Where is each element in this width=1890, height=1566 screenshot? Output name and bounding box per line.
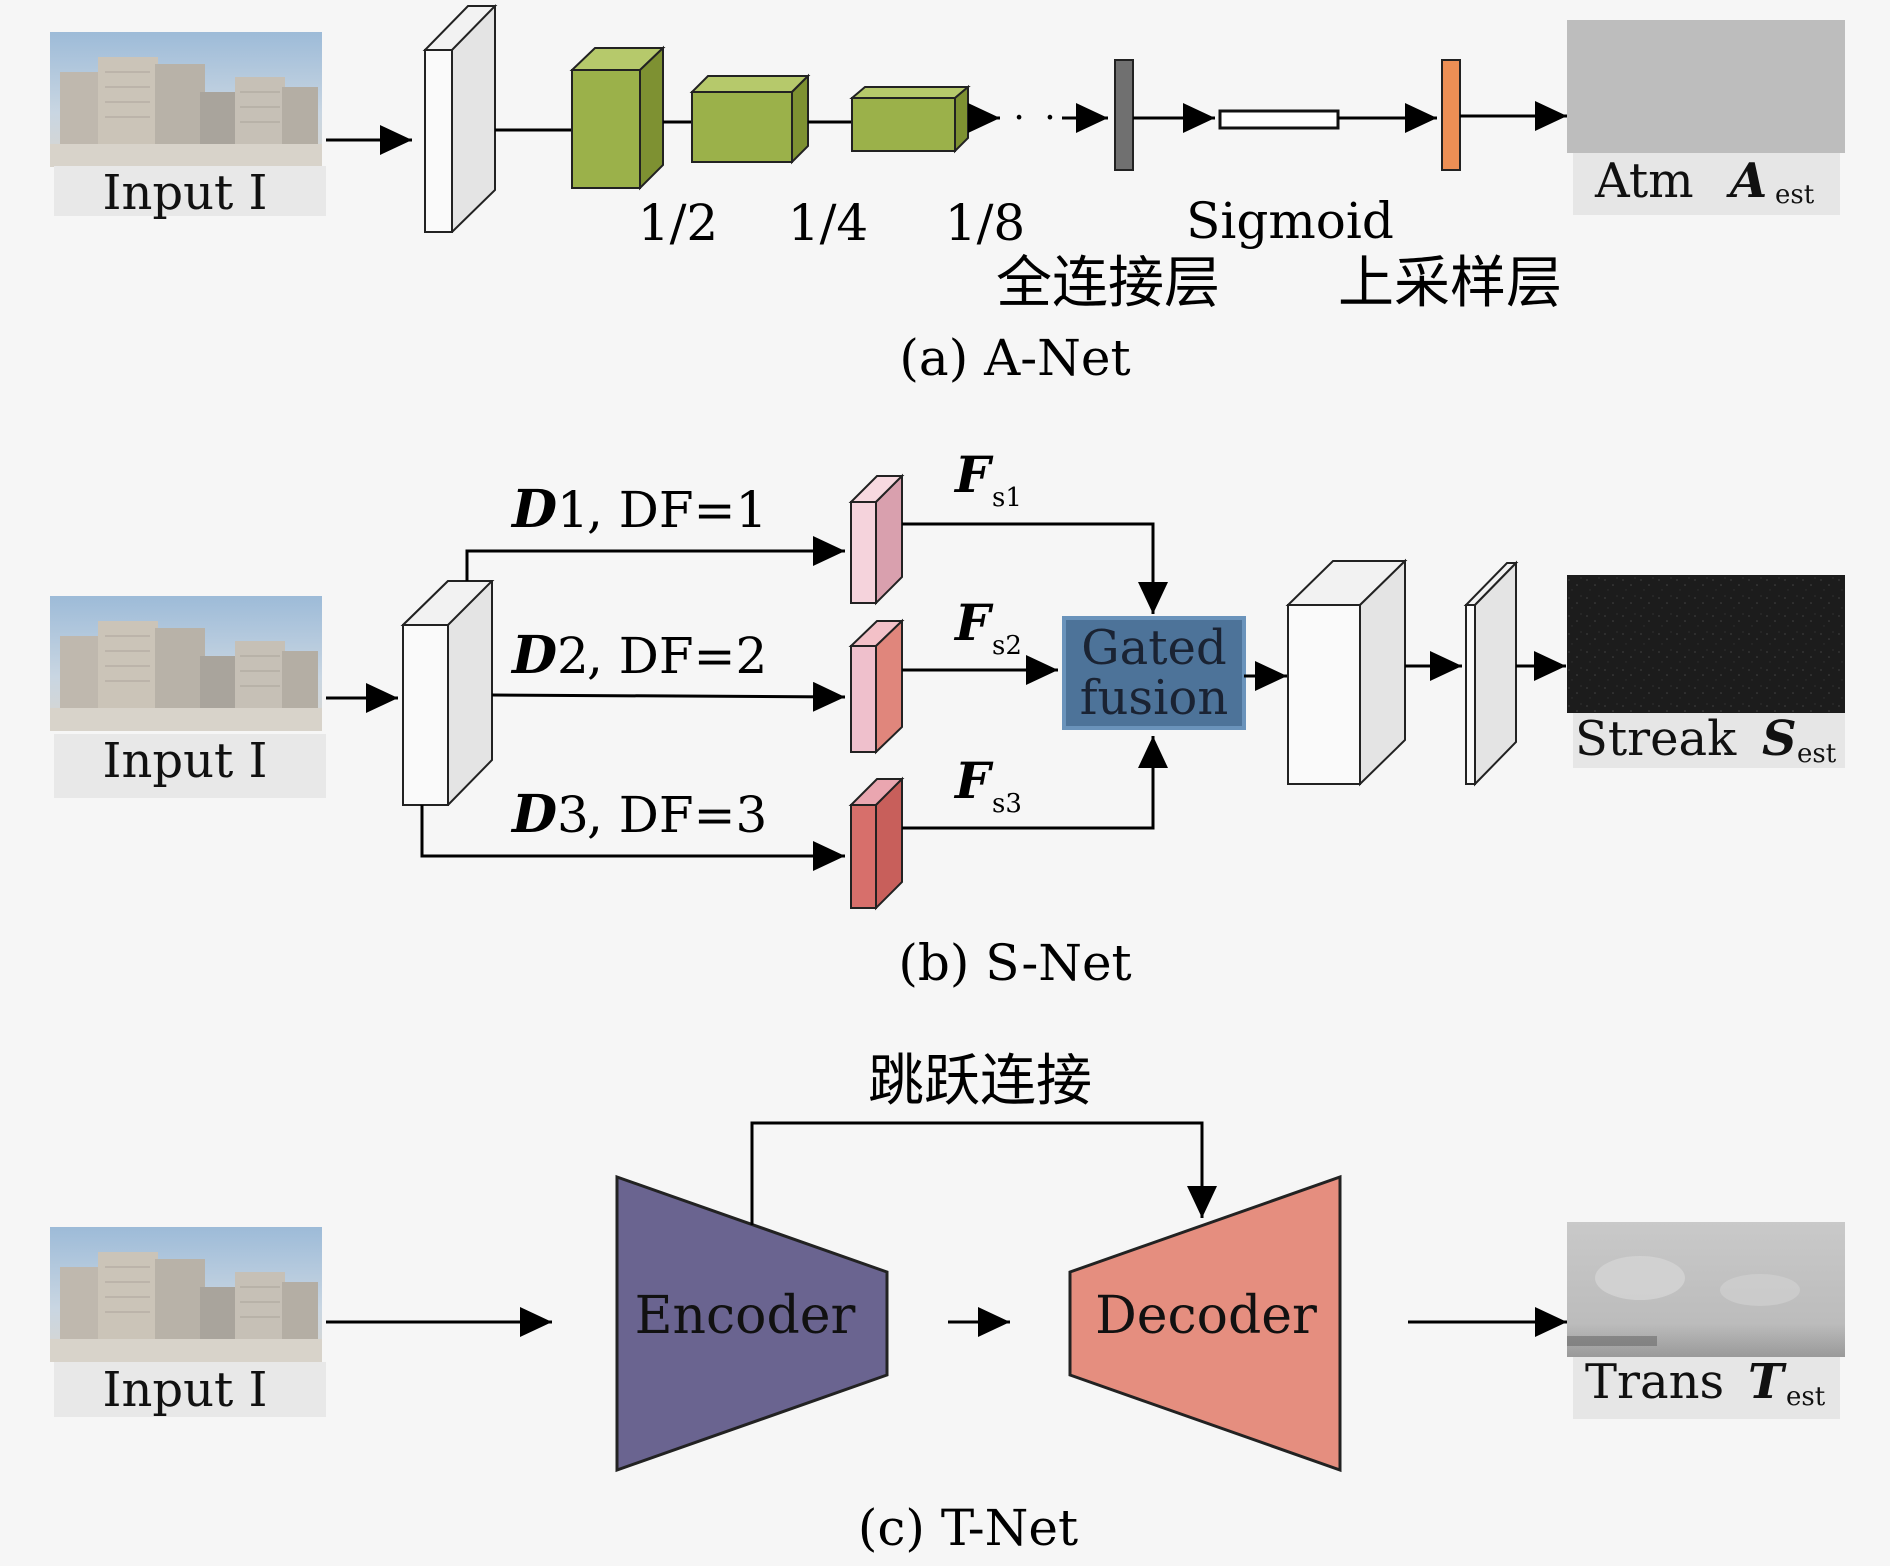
branch-3-label: D 3 , DF=3	[510, 784, 767, 845]
branch-1-symbol: D	[510, 479, 557, 540]
gated-fusion-line1: Gated	[1081, 620, 1226, 676]
fs1-symbol: F	[953, 445, 994, 504]
branch-2-number: 2	[557, 627, 589, 685]
t-net-input-label: Input I	[102, 1362, 267, 1418]
decoder-block: Decoder	[1068, 1174, 1342, 1473]
fs3-subscript: s3	[992, 789, 1022, 819]
s-net-input-image: Input I	[49, 595, 326, 798]
branch-3-arrow	[420, 805, 845, 871]
atm-output: Atm A est	[1567, 20, 1845, 215]
s-net-conv-block-thin	[1463, 560, 1519, 787]
a-net-input-conv-block	[422, 4, 498, 233]
a-net-input-label: Input I	[102, 165, 267, 221]
s-net-input-label: Input I	[102, 733, 267, 789]
branch-2-label: D 2 , DF=2	[510, 625, 767, 686]
fs2-subscript: s2	[992, 631, 1022, 661]
streak-output-symbol: S	[1762, 711, 1797, 767]
scale-label-eighth: 1/8	[945, 194, 1025, 252]
fs3-symbol: F	[953, 751, 994, 810]
fs3-label: F s3	[953, 751, 1022, 819]
s-net-conv-block-large	[1285, 558, 1408, 787]
atm-output-symbol: A	[1726, 153, 1767, 209]
fs2-symbol: F	[953, 593, 994, 652]
gated-fusion-line2: fusion	[1080, 670, 1228, 726]
sigmoid-label: Sigmoid	[1186, 192, 1394, 250]
branch-1-feature-block	[848, 473, 905, 606]
branch-3-dilation: , DF=3	[587, 786, 767, 844]
a-net-caption: (a) A-Net	[899, 329, 1130, 387]
fs1-arrow	[902, 522, 1168, 614]
s-net-caption: (b) S-Net	[898, 934, 1131, 992]
branch-2-symbol: D	[510, 625, 557, 686]
trans-output-subscript: est	[1786, 1382, 1826, 1412]
branch-1-dilation: , DF=1	[587, 481, 767, 539]
scale-label-half: 1/2	[638, 194, 718, 252]
branch-1-label: D 1 , DF=1	[510, 479, 767, 540]
a-net-panel: Input I · · ·	[49, 4, 1845, 387]
branch-3-symbol: D	[510, 784, 557, 845]
skip-connection-label: 跳跃连接	[868, 1049, 1092, 1114]
decoder-label: Decoder	[1095, 1286, 1317, 1346]
streak-output-label: Streak	[1575, 711, 1737, 767]
atm-output-label: Atm	[1594, 153, 1694, 209]
branch-1-arrow	[465, 536, 845, 581]
t-net-caption: (c) T-Net	[858, 1499, 1078, 1557]
streak-output-subscript: est	[1797, 739, 1837, 769]
branch-2-dilation: , DF=2	[587, 627, 767, 685]
trans-output-label: Trans	[1585, 1354, 1724, 1410]
skip-connection-arrow	[750, 1121, 1217, 1225]
atm-output-subscript: est	[1775, 180, 1815, 210]
branch-3-number: 3	[557, 786, 589, 844]
encoder-label: Encoder	[635, 1286, 856, 1346]
t-net-input-image: Input I	[49, 1226, 326, 1418]
a-net-conv-eighth-block	[849, 84, 971, 154]
s-net-input-conv-block	[400, 580, 495, 806]
encoder-block: Encoder	[615, 1174, 889, 1473]
branch-2-arrow	[491, 681, 846, 712]
upsample-layer	[1441, 59, 1461, 171]
branch-1-number: 1	[557, 481, 589, 539]
upsample-label: 上采样层	[1338, 251, 1562, 316]
scale-label-quarter: 1/4	[788, 194, 868, 252]
s-net-panel: Input I D 1 , DF=1 D 2 , DF=2 D 3 , DF=3	[49, 445, 1845, 992]
branch-3-feature-block	[848, 776, 905, 911]
fully-connected-label: 全连接层	[996, 251, 1220, 316]
a-net-input-image: Input I	[49, 31, 326, 221]
fs1-subscript: s1	[992, 483, 1022, 513]
fs2-label: F s2	[953, 593, 1022, 661]
fully-connected-layer	[1114, 59, 1134, 171]
a-net-conv-quarter-block	[689, 73, 811, 165]
sigmoid-layer	[1218, 109, 1340, 130]
gated-fusion-block: Gated fusion	[1062, 616, 1246, 730]
trans-output: Trans T est	[1567, 1222, 1845, 1419]
fs3-arrow	[902, 736, 1168, 830]
fs1-label: F s1	[953, 445, 1022, 513]
streak-output: Streak S est	[1567, 575, 1845, 769]
branch-2-feature-block	[848, 618, 905, 755]
a-net-conv-half-block	[569, 45, 666, 191]
trans-output-symbol: T	[1748, 1354, 1787, 1410]
t-net-panel: Input I Encoder Decoder 跳跃连接 Trans T est…	[49, 1049, 1845, 1557]
